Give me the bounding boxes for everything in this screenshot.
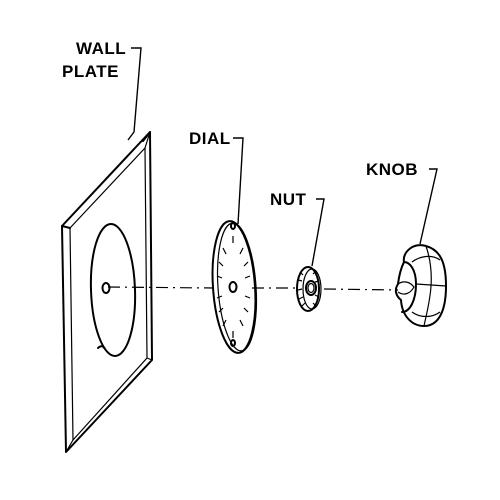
nut [296,266,322,312]
knob-leader [419,168,438,245]
wall-plate-label-line1: WALL [76,39,126,58]
dial-leader [233,137,244,225]
wall-plate-leader [127,47,142,141]
dial-tick-marks [216,236,251,338]
dial [211,220,258,354]
dial-label: DIAL [189,129,231,148]
wall-plate-label-line2: PLATE [62,62,119,81]
nut-leader [311,198,325,267]
leader-lines [127,47,438,267]
knob [394,244,447,327]
knob-label: KNOB [366,160,418,179]
assembly-axis [107,286,399,291]
nut-label: NUT [270,190,307,209]
wall-plate [61,131,153,453]
